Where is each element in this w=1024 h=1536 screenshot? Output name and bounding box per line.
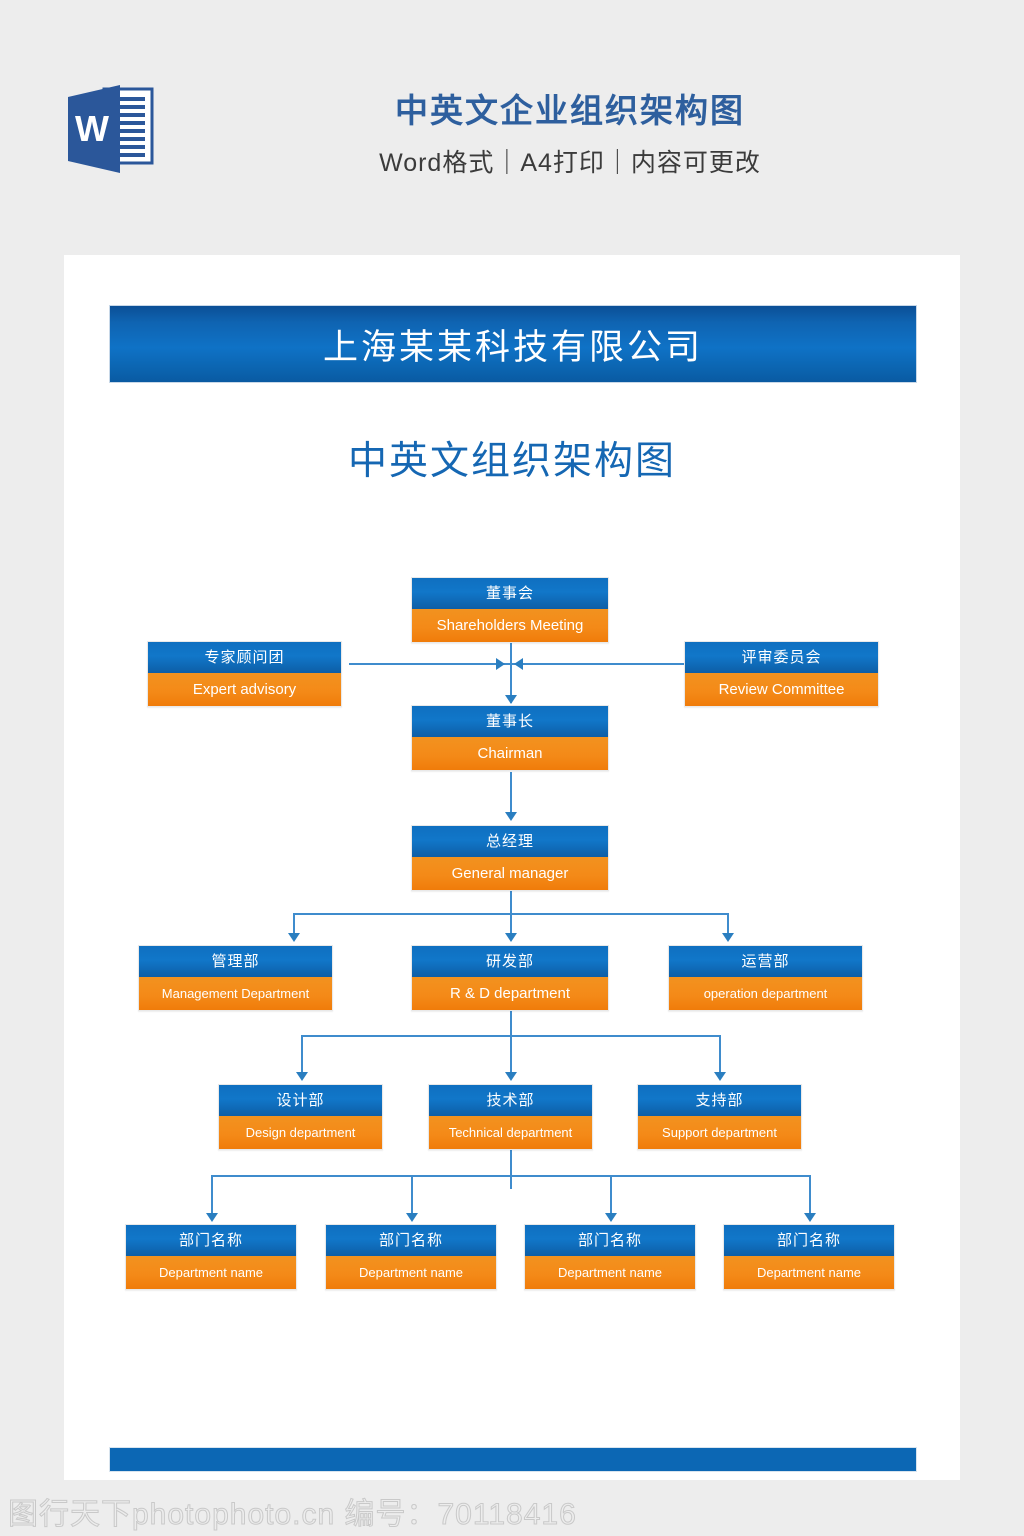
org-node-department-name-4-en: Department name: [724, 1256, 894, 1289]
org-node-department-name-3-en: Department name: [525, 1256, 695, 1289]
org-node-department-name-4-cn: 部门名称: [724, 1225, 894, 1256]
org-node-review-committee-cn: 评审委员会: [685, 642, 878, 673]
org-node-department-name-3[interactable]: 部门名称 Department name: [524, 1224, 696, 1290]
arrowhead-rnd: [505, 933, 517, 942]
org-node-general-manager-en: General manager: [412, 857, 608, 890]
org-node-expert-advisory[interactable]: 专家顾问团 Expert advisory: [147, 641, 342, 707]
connector-review-to-junction: [511, 663, 687, 665]
org-node-department-name-1-en: Department name: [126, 1256, 296, 1289]
connector-rnd-to-design: [301, 1035, 303, 1076]
connector-tech-to-dept3: [610, 1175, 612, 1217]
org-node-design-department-cn: 设计部: [219, 1085, 382, 1116]
org-node-department-name-1[interactable]: 部门名称 Department name: [125, 1224, 297, 1290]
org-chart: 董事会 Shareholders Meeting 专家顾问团 Expert ad…: [64, 255, 960, 1480]
org-node-expert-advisory-cn: 专家顾问团: [148, 642, 341, 673]
connector-chairman-to-gm: [510, 772, 512, 816]
connector-tech-stem: [510, 1139, 512, 1189]
connector-expert-to-junction: [349, 663, 510, 665]
org-node-general-manager-cn: 总经理: [412, 826, 608, 857]
org-node-rnd-department[interactable]: 研发部 R & D department: [411, 945, 609, 1011]
arrowhead-ops: [722, 933, 734, 942]
org-node-support-department[interactable]: 支持部 Support department: [637, 1084, 802, 1150]
connector-tech-bus: [211, 1175, 811, 1177]
org-node-department-name-1-cn: 部门名称: [126, 1225, 296, 1256]
word-document-icon: W: [64, 83, 160, 175]
page-subtitle: Word格式｜A4打印｜内容可更改: [379, 149, 761, 178]
connector-tech-to-dept2: [411, 1175, 413, 1217]
arrowhead-dept1: [206, 1213, 218, 1222]
arrowhead-dept3: [605, 1213, 617, 1222]
org-node-general-manager[interactable]: 总经理 General manager: [411, 825, 609, 891]
org-node-chairman-cn: 董事长: [412, 706, 608, 737]
org-node-rnd-department-cn: 研发部: [412, 946, 608, 977]
org-node-department-name-2[interactable]: 部门名称 Department name: [325, 1224, 497, 1290]
arrowhead-dept4: [804, 1213, 816, 1222]
arrowhead-expert-junction: [496, 658, 505, 670]
org-node-department-name-3-cn: 部门名称: [525, 1225, 695, 1256]
org-node-rnd-department-en: R & D department: [412, 977, 608, 1010]
connector-board-to-chairman: [510, 640, 512, 703]
connector-gm-to-ops: [727, 913, 729, 937]
connector-tech-to-dept4: [809, 1175, 811, 1217]
arrowhead-gm: [505, 812, 517, 821]
org-node-department-name-2-cn: 部门名称: [326, 1225, 496, 1256]
org-node-design-department-en: Design department: [219, 1116, 382, 1149]
connector-gm-to-mgmt: [293, 913, 295, 937]
connector-rnd-to-tech: [510, 1035, 512, 1076]
watermark-text: 图行天下photophoto.cn 编号：70118416: [8, 1498, 577, 1532]
connector-tech-to-dept1: [211, 1175, 213, 1217]
org-node-operation-department-cn: 运营部: [669, 946, 862, 977]
org-node-technical-department-cn: 技术部: [429, 1085, 592, 1116]
org-node-design-department[interactable]: 设计部 Design department: [218, 1084, 383, 1150]
org-node-chairman-en: Chairman: [412, 737, 608, 770]
arrowhead-dept2: [406, 1213, 418, 1222]
connector-rnd-to-support: [719, 1035, 721, 1076]
org-node-operation-department-en: operation department: [669, 977, 862, 1010]
org-node-management-department[interactable]: 管理部 Management Department: [138, 945, 333, 1011]
org-node-review-committee-en: Review Committee: [685, 673, 878, 706]
org-node-board-en: Shareholders Meeting: [412, 609, 608, 642]
org-node-review-committee[interactable]: 评审委员会 Review Committee: [684, 641, 879, 707]
company-name: 上海某某科技有限公司: [322, 327, 703, 367]
org-node-technical-department-en: Technical department: [429, 1116, 592, 1149]
org-node-support-department-en: Support department: [638, 1116, 801, 1149]
connector-rnd-stem: [510, 1000, 512, 1055]
connector-gm-to-rnd: [510, 913, 512, 937]
org-node-board-cn: 董事会: [412, 578, 608, 609]
connector-gm-stem: [510, 891, 512, 914]
arrowhead-tech: [505, 1072, 517, 1081]
arrowhead-design: [296, 1072, 308, 1081]
arrowhead-mgmt: [288, 933, 300, 942]
org-node-management-department-en: Management Department: [139, 977, 332, 1010]
org-node-technical-department[interactable]: 技术部 Technical department: [428, 1084, 593, 1150]
org-node-department-name-2-en: Department name: [326, 1256, 496, 1289]
arrowhead-review-junction: [514, 658, 523, 670]
org-node-department-name-4[interactable]: 部门名称 Department name: [723, 1224, 895, 1290]
org-node-board[interactable]: 董事会 Shareholders Meeting: [411, 577, 609, 643]
page-footer-bar: [109, 1447, 917, 1472]
document-page: 上海某某科技有限公司 中英文组织架构图: [64, 255, 960, 1480]
chart-title: 中英文组织架构图: [347, 440, 676, 483]
page-title: 中英文企业组织架构图: [395, 92, 745, 129]
svg-text:W: W: [75, 108, 109, 149]
arrowhead-support: [714, 1072, 726, 1081]
org-node-management-department-cn: 管理部: [139, 946, 332, 977]
org-node-expert-advisory-en: Expert advisory: [148, 673, 341, 706]
company-banner: 上海某某科技有限公司: [109, 305, 917, 383]
org-node-chairman[interactable]: 董事长 Chairman: [411, 705, 609, 771]
header-title-group: 中英文企业组织架构图 Word格式｜A4打印｜内容可更改: [180, 90, 960, 179]
org-node-support-department-cn: 支持部: [638, 1085, 801, 1116]
arrowhead-chairman: [505, 695, 517, 704]
page-header: W 中英文企业组织架构图 Word格式｜A4打印｜内容可更改: [0, 0, 1024, 255]
org-node-operation-department[interactable]: 运营部 operation department: [668, 945, 863, 1011]
